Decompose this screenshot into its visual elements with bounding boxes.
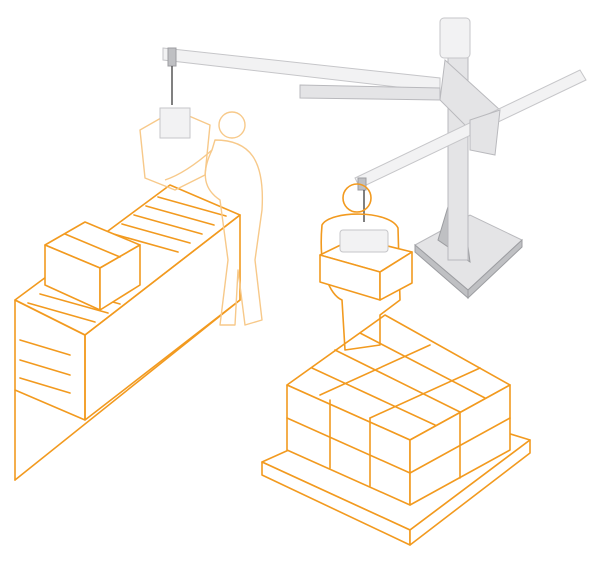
worker-left bbox=[139, 107, 264, 326]
box-on-conveyor bbox=[44, 221, 141, 311]
pallet-stack bbox=[261, 314, 531, 546]
roller-conveyor bbox=[14, 184, 241, 481]
robot-arm bbox=[162, 17, 587, 300]
worker-right bbox=[319, 183, 413, 351]
upper-arm bbox=[162, 47, 441, 105]
